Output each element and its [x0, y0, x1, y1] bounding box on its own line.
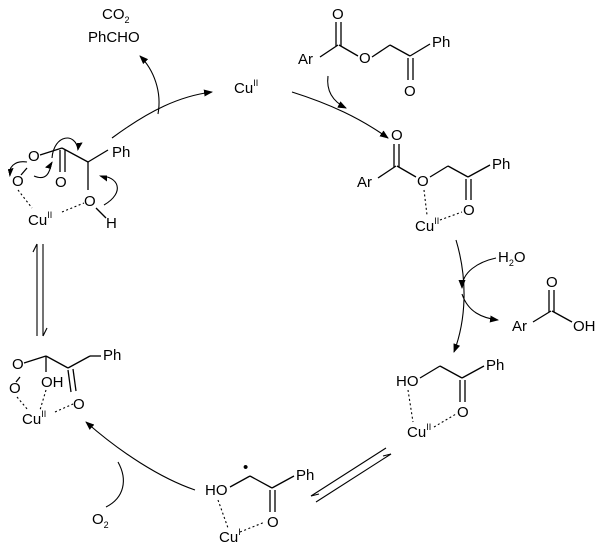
carboxylic-acid-product: Ar O OH — [512, 274, 596, 335]
svg-text:O: O — [417, 173, 429, 190]
svg-text:Ph: Ph — [432, 34, 450, 51]
svg-text:O: O — [12, 173, 24, 190]
copper-ii-catalyst: CuII — [234, 78, 258, 97]
products-co2-phcho: CO2 PhCHO — [88, 6, 140, 46]
svg-text:PhCHO: PhCHO — [88, 29, 140, 46]
svg-text:O: O — [28, 148, 40, 165]
svg-text:O: O — [267, 514, 279, 531]
svg-text:Ph: Ph — [112, 144, 130, 161]
svg-text:CuI: CuI — [219, 527, 241, 546]
copper-i-radical-complex: HO • Ph O CuI — [205, 459, 314, 546]
svg-text:Ph: Ph — [103, 347, 121, 364]
svg-text:OH: OH — [41, 374, 64, 391]
svg-text:H2O: H2O — [498, 249, 526, 268]
svg-text:O: O — [463, 202, 475, 219]
svg-text:Ar: Ar — [512, 318, 527, 335]
svg-text:O: O — [12, 356, 24, 373]
svg-text:HO: HO — [396, 373, 419, 390]
svg-text:O: O — [55, 174, 67, 191]
svg-text:CO2: CO2 — [102, 6, 130, 25]
svg-text:Ar: Ar — [357, 174, 372, 191]
svg-text:O: O — [457, 404, 469, 421]
copper-ester-complex: Ar O O Ph O CuII — [357, 127, 510, 235]
svg-text:O: O — [9, 380, 21, 397]
svg-text:CuII: CuII — [234, 78, 258, 97]
copper-peroxo-intermediate: O O Ph O OH CuII — [9, 347, 121, 428]
svg-text:CuII: CuII — [22, 409, 46, 428]
copper-peroxo-fragmentation-complex: O O O Ph O H CuII — [7, 137, 130, 232]
svg-text:O: O — [84, 193, 96, 210]
svg-text:CuII: CuII — [415, 216, 439, 235]
oxygen-reagent: O2 — [92, 511, 109, 530]
svg-text:O: O — [359, 50, 371, 67]
copper-hydroxyketone-complex: HO Ph O CuII — [396, 357, 504, 441]
substrate-ester: Ar O O Ph O — [298, 6, 450, 100]
water-reagent: H2O — [498, 249, 526, 268]
svg-text:Ar: Ar — [298, 51, 313, 68]
svg-text:O: O — [73, 396, 85, 413]
svg-text:Ph: Ph — [486, 357, 504, 374]
svg-text:CuII: CuII — [407, 422, 431, 441]
svg-text:O: O — [391, 127, 403, 144]
svg-text:H: H — [106, 215, 117, 232]
svg-text:OH: OH — [573, 318, 596, 335]
svg-text:Ph: Ph — [296, 467, 314, 484]
svg-text:O: O — [332, 6, 344, 23]
svg-text:O: O — [546, 274, 558, 291]
svg-text:O2: O2 — [92, 511, 109, 530]
cycle-arrows — [32, 55, 499, 508]
svg-text:Ph: Ph — [492, 156, 510, 173]
svg-text:CuII: CuII — [28, 210, 52, 229]
svg-text:HO: HO — [205, 482, 228, 499]
svg-text:O: O — [404, 83, 416, 100]
radical-dot: • — [243, 459, 248, 476]
